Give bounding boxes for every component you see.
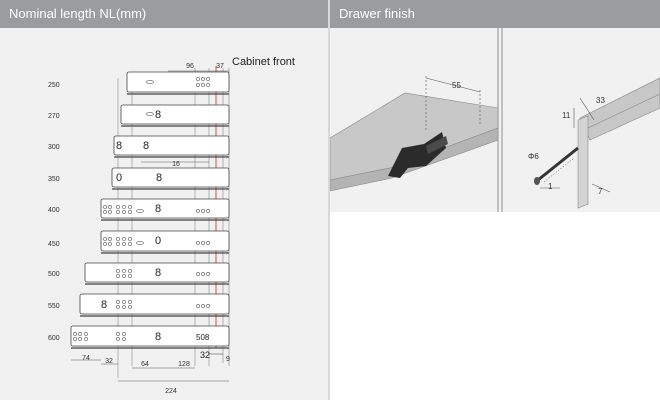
slide-rails (70, 71, 230, 347)
nl-250: 250 (48, 82, 60, 89)
slide-270-label: 8 (155, 109, 161, 121)
slide-600-label-b: 508 (196, 333, 210, 342)
cabinet-front-edge (577, 115, 589, 209)
dim-32-right: 32 (200, 350, 210, 360)
slide-600-label-a: 8 (155, 331, 161, 343)
dim-55-guides (425, 76, 481, 132)
slide-600 (70, 325, 230, 347)
slide-350-label-b: 8 (156, 172, 162, 184)
slide-400-label: 8 (155, 203, 161, 215)
nominal-length-header: Nominal length NL(mm) (0, 0, 328, 28)
nl-500: 500 (48, 271, 60, 278)
drawer-finish-diagram: 55 11 33 Φ6 1 7 (329, 28, 660, 212)
dim-224: 224 (165, 388, 177, 395)
nl-400: 400 (48, 207, 60, 214)
dim-16: 16 (172, 161, 180, 168)
slide-550 (79, 293, 230, 315)
slide-300 (113, 135, 230, 156)
drawer-finish-panel: 55 11 33 Φ6 1 7 (329, 28, 660, 212)
screw-thread (543, 157, 575, 183)
dim-33-line (579, 97, 595, 121)
dim-phi6: Φ6 (528, 152, 539, 161)
board-groove (587, 93, 660, 129)
rail-strips (71, 93, 229, 349)
cabinet-board (579, 77, 660, 141)
dim-7-line (591, 183, 611, 193)
nl-600: 600 (48, 335, 60, 342)
dim-9: 9 (226, 356, 230, 363)
nl-450: 450 (48, 241, 60, 248)
panel-divider (328, 0, 330, 400)
slide-500 (84, 262, 230, 283)
slide-550-label: 8 (101, 299, 107, 311)
nl-270: 270 (48, 113, 60, 120)
slide-450 (100, 230, 230, 252)
nominal-length-panel: 96 37 Cabinet front 250 270 300 350 400 … (0, 28, 328, 400)
dim-74: 74 (82, 355, 90, 362)
cabinet-front-label: Cabinet front (232, 56, 295, 68)
mounting-holes (73, 77, 210, 341)
slide-300-label-b: 8 (143, 140, 149, 152)
slide-length-diagram: 96 37 Cabinet front 250 270 300 350 400 … (48, 56, 295, 395)
slide-400 (100, 198, 230, 219)
dim-55-line (425, 77, 481, 93)
dim-64: 64 (141, 361, 149, 368)
nl-550: 550 (48, 303, 60, 310)
dim-96: 96 (186, 63, 194, 70)
slide-300-label-a: 8 (116, 140, 122, 152)
dim-33: 33 (596, 96, 605, 105)
dim-37: 37 (216, 63, 224, 70)
bottom-dimensions (71, 353, 229, 382)
slide-450-label: 0 (155, 235, 161, 247)
slide-350-label-a: 0 (116, 172, 122, 184)
dim-7: 7 (598, 187, 603, 196)
dim-11: 11 (562, 111, 571, 120)
slide-500-label: 8 (155, 267, 161, 279)
dim-32-bottom: 32 (105, 358, 113, 365)
dim-1: 1 (548, 182, 553, 191)
nl-300: 300 (48, 144, 60, 151)
drawer-finish-header: Drawer finish (330, 0, 660, 28)
dim-128: 128 (178, 361, 190, 368)
dim-55: 55 (452, 81, 461, 90)
slide-250 (126, 71, 230, 93)
screw-shaft (537, 146, 579, 182)
screw-head (534, 177, 540, 185)
slide-350 (111, 167, 230, 188)
nl-350: 350 (48, 176, 60, 183)
hinge-plate (426, 136, 448, 154)
slide-270 (120, 104, 230, 125)
